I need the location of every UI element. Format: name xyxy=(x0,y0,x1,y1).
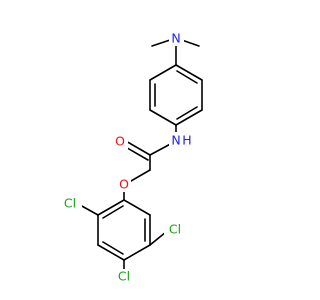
atom-cl-2-label: Cl xyxy=(64,196,76,211)
atom-nh-amide: N H xyxy=(169,132,195,148)
bond-ring-cl5 xyxy=(149,231,167,246)
atom-cl-5-label: Cl xyxy=(169,222,181,237)
atom-o-carbonyl: O xyxy=(114,134,128,150)
bond-ring2-f-inner xyxy=(102,205,124,219)
atom-cl-5: Cl xyxy=(164,222,186,238)
bond-ring1-a xyxy=(175,64,203,81)
molecule-structure: N N H O O Cl Cl Cl xyxy=(60,30,203,285)
bond-ring2-d-inner xyxy=(102,241,124,255)
bond-ring2-c xyxy=(123,244,151,261)
atom-n-amide-label: N xyxy=(171,133,180,148)
bond-ring-cl2 xyxy=(79,204,99,216)
atom-h-amide-label: H xyxy=(182,133,191,148)
atom-o-ether-label: O xyxy=(119,177,129,192)
atom-cl-4: Cl xyxy=(113,269,135,285)
bond-ring1-f xyxy=(149,64,177,81)
bond-carbonyl-double-a xyxy=(123,139,151,156)
atom-labels: N N H O O Cl Cl Cl xyxy=(60,31,195,285)
bond-ring2-f xyxy=(97,199,125,216)
bond-ring2-d xyxy=(97,244,125,261)
atom-cl-2: Cl xyxy=(60,196,82,212)
bond-ring1-c-inner xyxy=(176,106,198,120)
bond-ring1-d xyxy=(149,109,177,126)
bond-ring1-a-inner xyxy=(176,70,198,84)
atom-o-carbonyl-label: O xyxy=(115,134,125,149)
bond-ring1-c xyxy=(175,109,203,126)
atom-n-amine: N xyxy=(169,31,184,46)
bond-ring2-a xyxy=(123,199,151,216)
atom-cl-4-label: Cl xyxy=(118,269,130,284)
atom-n-amine-label: N xyxy=(171,31,180,46)
atom-o-ether: O xyxy=(117,177,131,192)
